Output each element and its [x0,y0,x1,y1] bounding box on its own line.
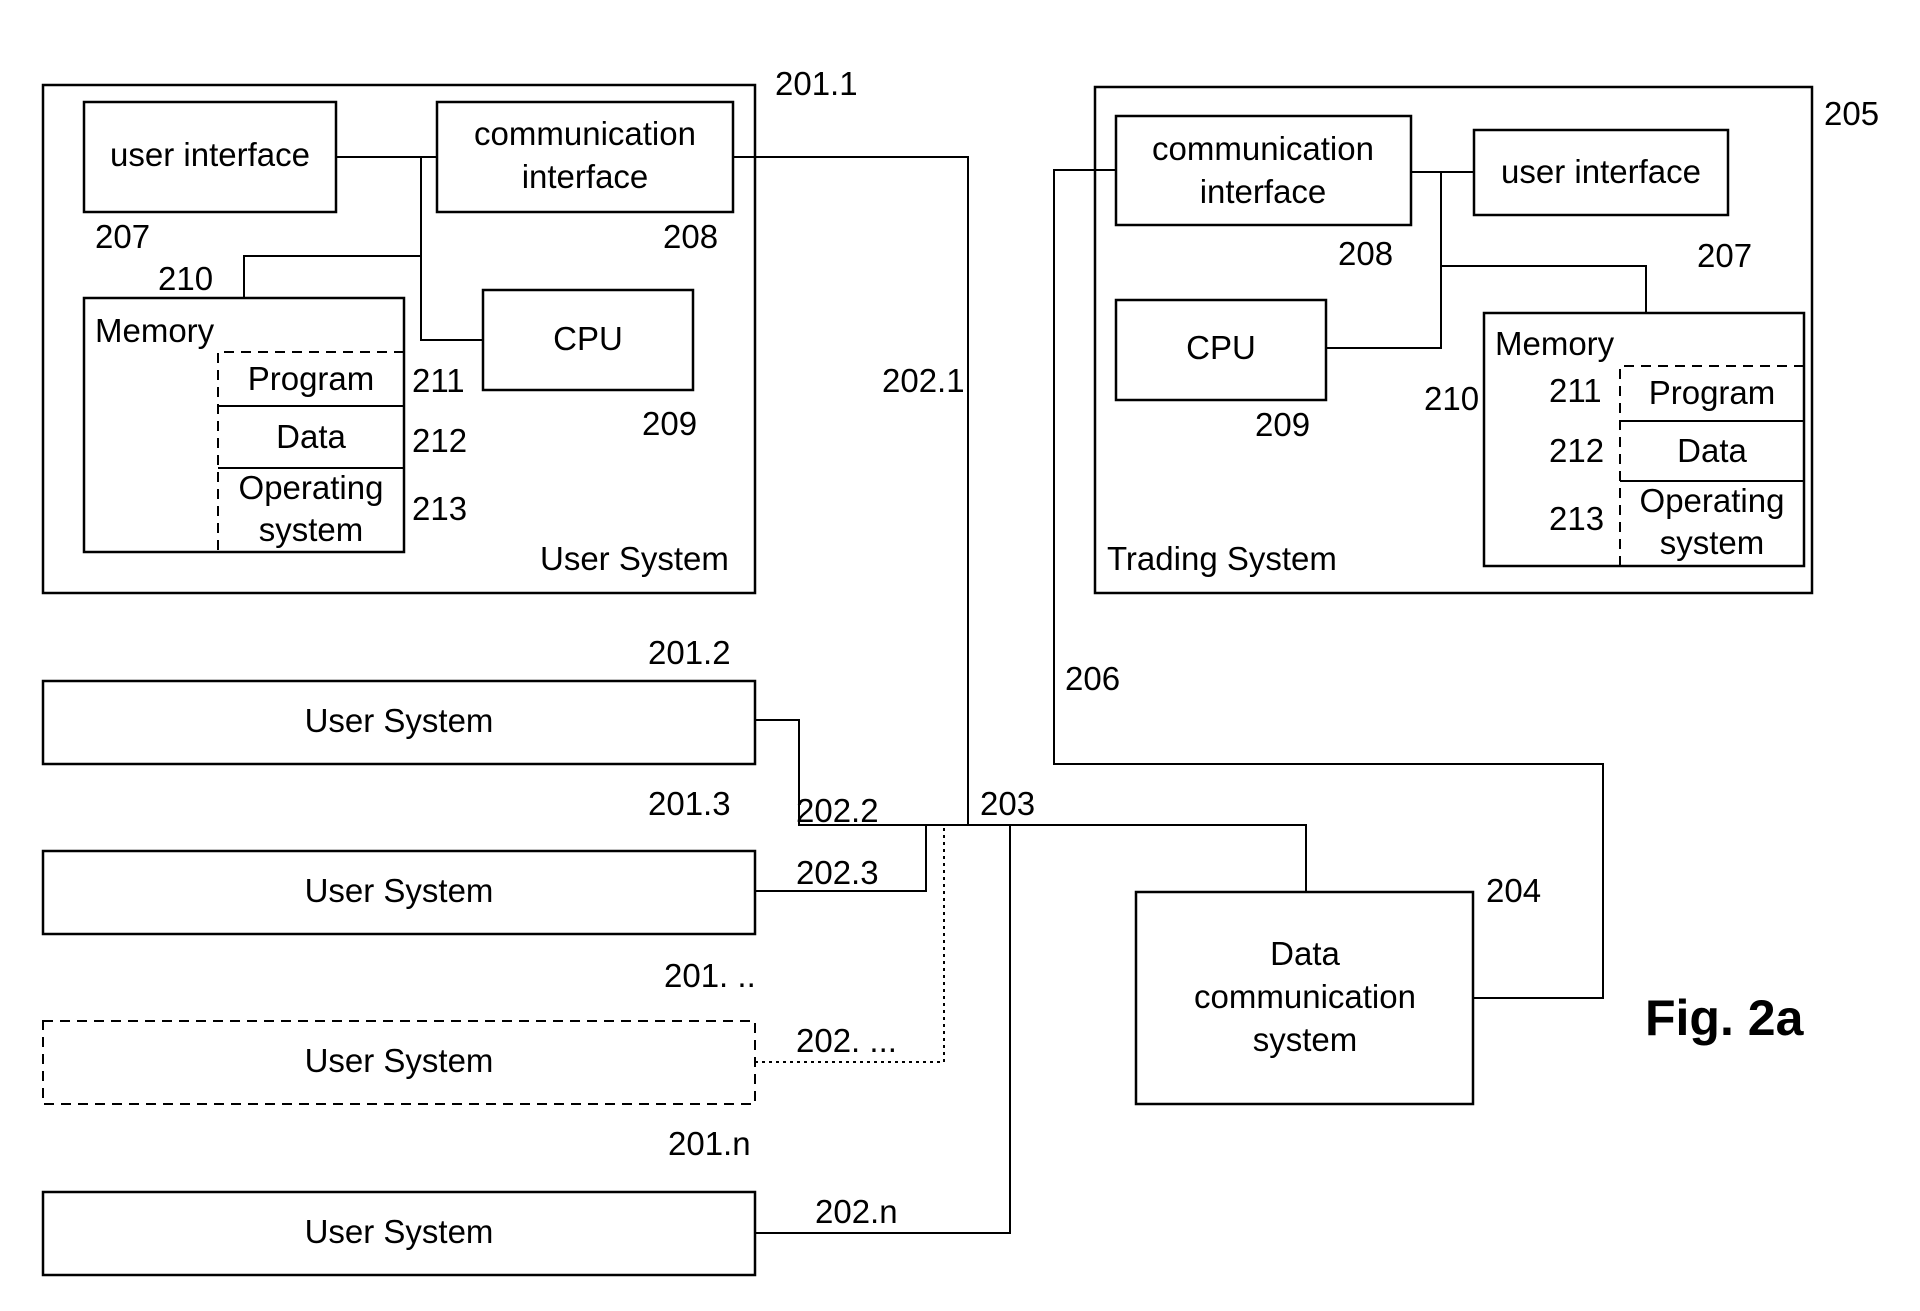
ts-memory-bus [1441,266,1646,313]
trading-system-ref: 205 [1824,95,1879,132]
program-label: Program [248,360,375,397]
trading-system: 205 Trading System communication interfa… [1095,87,1879,593]
user-system-ref: 201.1 [775,65,858,102]
link-3-label: 202.3 [796,854,879,891]
ts-program-ref: 211 [1549,372,1602,409]
user-system-detailed: 201.1 User System user interface 207 com… [43,65,858,593]
data-label: Data [276,418,346,455]
ts-os-label-line2: system [1660,524,1765,561]
ts-memory-label: Memory [1495,325,1615,362]
user-system-title: User System [540,540,729,577]
data-communication-system: Data communication system 204 [1136,872,1541,1104]
cpu-bus [421,157,483,340]
ts-user-interface-label: user interface [1501,153,1701,190]
data-ref: 212 [412,422,467,459]
ts-communication-interface-ref: 208 [1338,235,1393,272]
os-label-line1: Operating [239,469,384,506]
data-communication-label-line2: communication [1194,978,1416,1015]
cpu-ref: 209 [642,405,697,442]
communication-interface-label-line1: communication [474,115,696,152]
user-system-3-label: User System [305,872,494,909]
program-ref: 211 [412,362,465,399]
figure-label: Fig. 2a [1645,990,1805,1046]
communication-interface-label-line2: interface [522,158,649,195]
memory-label: Memory [95,312,215,349]
network-label: 203 [980,785,1035,822]
user-system-n-ref: 201.n [668,1125,751,1162]
user-system-3: User System 201.3 202.3 [43,785,879,934]
cpu-label: CPU [553,320,623,357]
user-interface-label: user interface [110,136,310,173]
link-ellipsis-label: 202. ... [796,1022,897,1059]
ts-os-label-line1: Operating [1640,482,1785,519]
user-system-2-label: User System [305,702,494,739]
link-n-label: 202.n [815,1193,898,1230]
user-system-ellipsis: User System 201. .. 202. ... [43,957,897,1104]
user-interface-ref: 207 [95,218,150,255]
os-label-line2: system [259,511,364,548]
user-system-3-ref: 201.3 [648,785,731,822]
memory-bus [244,256,421,298]
user-system-2: User System 201.2 202.2 [43,634,879,829]
link-1-label: 202.1 [882,362,965,399]
ts-data-ref: 212 [1549,432,1604,469]
link-2-label: 202.2 [796,792,879,829]
ts-communication-interface-label-line1: communication [1152,130,1374,167]
user-system-ellipsis-label: User System [305,1042,494,1079]
user-system-2-ref: 201.2 [648,634,731,671]
ts-program-label: Program [1649,374,1776,411]
link-1-line [733,157,968,825]
ts-cpu-ref: 209 [1255,406,1310,443]
user-system-n-label: User System [305,1213,494,1250]
ts-cpu-label: CPU [1186,329,1256,366]
memory-ref: 210 [158,260,213,297]
communication-interface-ref: 208 [663,218,718,255]
data-communication-label-line1: Data [1270,935,1340,972]
ts-os-ref: 213 [1549,500,1604,537]
user-system-ellipsis-ref: 201. .. [664,957,756,994]
os-ref: 213 [412,490,467,527]
data-communication-ref: 204 [1486,872,1541,909]
data-communication-label-line3: system [1253,1021,1358,1058]
trading-link-label: 206 [1065,660,1120,697]
ts-memory-ref: 210 [1424,380,1479,417]
ts-user-interface-ref: 207 [1697,237,1752,274]
trading-system-title: Trading System [1107,540,1337,577]
ts-communication-interface-label-line2: interface [1200,173,1327,210]
user-system-n: User System 201.n 202.n [43,1125,898,1275]
ts-data-label: Data [1677,432,1747,469]
